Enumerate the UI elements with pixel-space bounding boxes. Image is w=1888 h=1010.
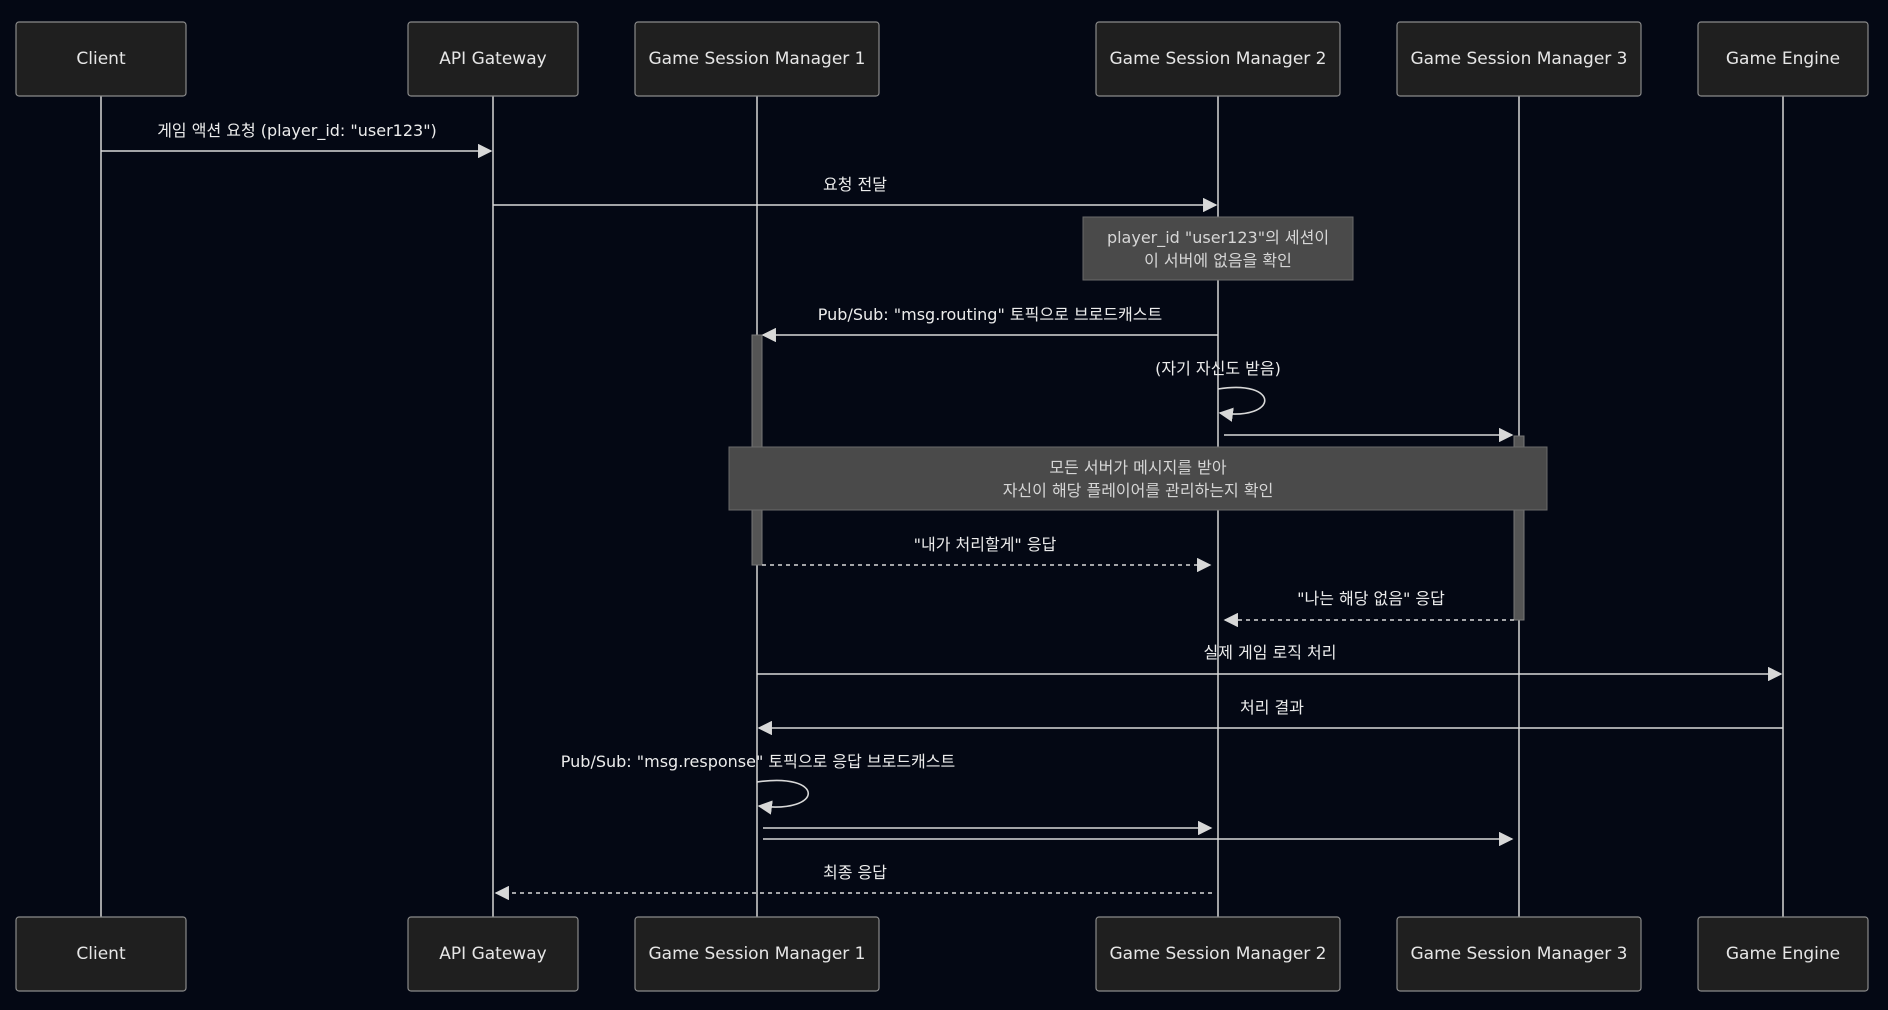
- message-label: 처리 결과: [1240, 698, 1304, 717]
- actor-label: API Gateway: [439, 944, 546, 964]
- note-all-servers-check: 모든 서버가 메시지를 받아 자신이 해당 플레이어를 관리하는지 확인: [728, 446, 1548, 511]
- message-self-arrow: [756, 779, 810, 815]
- message-label: "나는 해당 없음" 응답: [1297, 589, 1445, 608]
- actor-game-engine-top[interactable]: Game Engine: [1697, 21, 1869, 97]
- message-label: 실제 게임 로직 처리: [1203, 643, 1336, 662]
- actor-gsm1-bottom[interactable]: Game Session Manager 1: [634, 916, 880, 992]
- note-line: 이 서버에 없음을 확인: [1144, 251, 1292, 270]
- message-label: 요청 전달: [823, 175, 887, 194]
- actor-game-engine-bottom[interactable]: Game Engine: [1697, 916, 1869, 992]
- actor-label: Client: [76, 944, 126, 964]
- actor-gsm2-top[interactable]: Game Session Manager 2: [1095, 21, 1341, 97]
- note-line: 자신이 해당 플레이어를 관리하는지 확인: [1003, 481, 1274, 500]
- actor-label: Game Session Manager 1: [648, 944, 865, 964]
- message-label: 게임 액션 요청 (player_id: "user123"): [157, 121, 437, 141]
- actor-label: Game Engine: [1726, 49, 1840, 69]
- actor-label: Game Session Manager 3: [1410, 944, 1627, 964]
- message-label: "내가 처리할게" 응답: [914, 535, 1057, 554]
- actor-client-bottom[interactable]: Client: [15, 916, 187, 992]
- messages: 게임 액션 요청 (player_id: "user123") 요청 전달 Pu…: [101, 121, 1783, 901]
- note-line: 모든 서버가 메시지를 받아: [1049, 458, 1226, 477]
- message-label: 최종 응답: [823, 863, 887, 882]
- actors-bottom: Client API Gateway Game Session Manager …: [15, 916, 1869, 992]
- actor-label: Client: [76, 49, 126, 69]
- actor-client-top[interactable]: Client: [15, 21, 187, 97]
- actor-gsm1-top[interactable]: Game Session Manager 1: [634, 21, 880, 97]
- activation-gsm3: [1513, 435, 1525, 621]
- actor-gsm3-top[interactable]: Game Session Manager 3: [1396, 21, 1642, 97]
- message-label: Pub/Sub: "msg.response" 토픽으로 응답 브로드캐스트: [561, 752, 955, 771]
- actors-top: Client API Gateway Game Session Manager …: [15, 21, 1869, 97]
- note-session-check: player_id "user123"의 세션이 이 서버에 없음을 확인: [1082, 216, 1354, 281]
- message-self-arrow: [1217, 386, 1266, 422]
- actor-label: Game Session Manager 3: [1410, 49, 1627, 69]
- note-line: player_id "user123"의 세션이: [1107, 228, 1329, 248]
- actor-label: Game Session Manager 2: [1109, 49, 1326, 69]
- message-label: Pub/Sub: "msg.routing" 토픽으로 브로드캐스트: [818, 305, 1162, 324]
- actor-label: API Gateway: [439, 49, 546, 69]
- actor-gsm2-bottom[interactable]: Game Session Manager 2: [1095, 916, 1341, 992]
- actor-label: Game Engine: [1726, 944, 1840, 964]
- actor-label: Game Session Manager 1: [648, 49, 865, 69]
- actor-api-gateway-top[interactable]: API Gateway: [407, 21, 579, 97]
- actor-api-gateway-bottom[interactable]: API Gateway: [407, 916, 579, 992]
- message-label: (자기 자신도 받음): [1155, 359, 1281, 378]
- actor-label: Game Session Manager 2: [1109, 944, 1326, 964]
- actor-gsm3-bottom[interactable]: Game Session Manager 3: [1396, 916, 1642, 992]
